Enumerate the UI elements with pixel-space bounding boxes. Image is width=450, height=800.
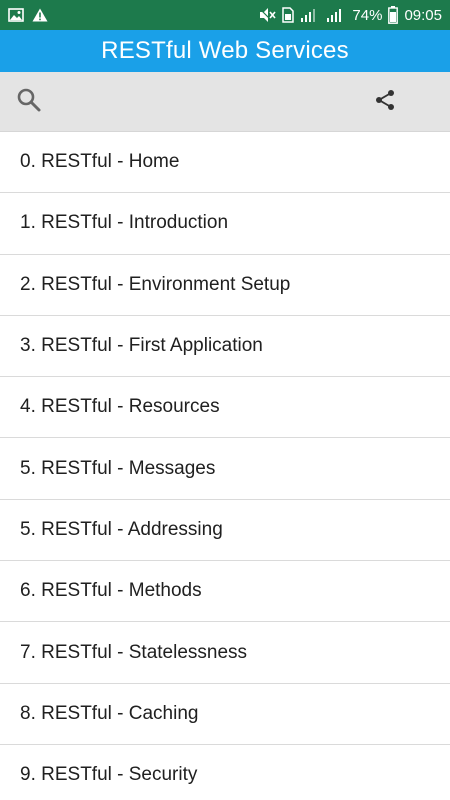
list-item[interactable]: 2. RESTful - Environment Setup (0, 254, 450, 316)
list-item-label: 6. RESTful - Methods (20, 580, 202, 602)
app-title: RESTful Web Services (101, 37, 349, 64)
status-left (8, 8, 48, 22)
status-time: 09:05 (404, 6, 442, 24)
image-icon (8, 8, 24, 22)
list-item-label: 0. RESTful - Home (20, 151, 180, 173)
status-bar: 74% 09:05 (0, 0, 450, 30)
sim-icon (282, 7, 295, 23)
share-icon (373, 88, 397, 117)
list-item-label: 2. RESTful - Environment Setup (20, 273, 291, 295)
list-item[interactable]: 7. RESTful - Statelessness (0, 622, 450, 684)
signal-icon (326, 7, 346, 23)
chapter-list: 0. RESTful - Home 1. RESTful - Introduct… (0, 132, 450, 800)
list-item[interactable]: 8. RESTful - Caching (0, 683, 450, 745)
list-item[interactable]: 3. RESTful - First Application (0, 315, 450, 378)
search-icon (16, 87, 42, 118)
list-item[interactable]: 0. RESTful - Home (0, 132, 450, 194)
status-right: 74% 09:05 (258, 6, 442, 24)
list-item-label: 5. RESTful - Addressing (20, 518, 223, 540)
list-item-label: 3. RESTful - First Application (20, 335, 263, 357)
battery-percent: 74% (352, 6, 383, 24)
list-item[interactable]: 5. RESTful - Addressing (0, 499, 450, 562)
signal-icon (300, 7, 320, 23)
app-bar: RESTful Web Services (0, 30, 450, 72)
mute-icon (258, 7, 277, 23)
list-item-label: 4. RESTful - Resources (20, 396, 220, 418)
list-item-label: 7. RESTful - Statelessness (20, 641, 248, 663)
list-item[interactable]: 1. RESTful - Introduction (0, 193, 450, 255)
share-button[interactable] (370, 87, 400, 117)
list-item[interactable]: 9. RESTful - Security (0, 744, 450, 800)
list-item-label: 9. RESTful - Security (20, 764, 198, 786)
toolbar (0, 72, 450, 132)
list-item-label: 8. RESTful - Caching (20, 702, 199, 724)
search-button[interactable] (14, 87, 44, 117)
list-item[interactable]: 4. RESTful - Resources (0, 377, 450, 439)
list-item[interactable]: 5. RESTful - Messages (0, 438, 450, 500)
list-item-label: 5. RESTful - Messages (20, 457, 216, 479)
battery-icon (388, 6, 399, 24)
list-item[interactable]: 6. RESTful - Methods (0, 561, 450, 623)
list-item-label: 1. RESTful - Introduction (20, 212, 229, 234)
warning-icon (32, 8, 48, 22)
